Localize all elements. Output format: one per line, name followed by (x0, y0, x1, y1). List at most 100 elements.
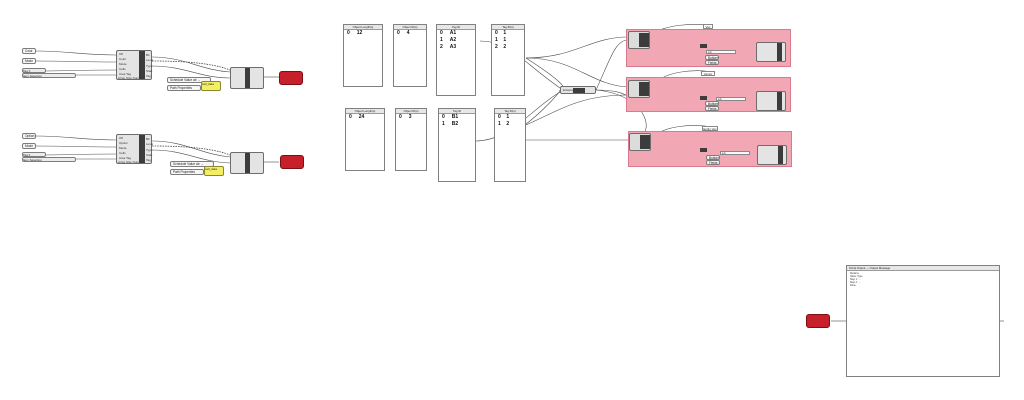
red-node[interactable] (279, 71, 303, 85)
query-value: ab → (195, 162, 204, 166)
group-title-text: Vec (705, 25, 711, 29)
field-text: a b (722, 152, 726, 155)
input-option[interactable]: Option (22, 133, 36, 139)
red-node[interactable] (280, 155, 304, 169)
item-selection-slider[interactable]: Item Selection (22, 157, 76, 162)
row-index: 1 (440, 37, 443, 43)
input-mode[interactable]: Mode (22, 58, 36, 64)
buttons-label[interactable]: Buttons (706, 155, 720, 160)
relay-node[interactable] (700, 148, 707, 152)
panel-title: Tag ID (437, 25, 475, 30)
slider-label: Item Selection (23, 158, 43, 162)
component-bar (777, 43, 782, 61)
output-component[interactable] (756, 91, 786, 111)
log-panel[interactable]: Script Output — Output Message Runtime V… (846, 265, 1000, 377)
panel-title: Object ID(s) (394, 25, 426, 30)
panel-tag-ids[interactable]: Tag ID(s) 0 1 1 2 (494, 108, 526, 182)
port-in: Mode (119, 146, 127, 150)
panel-title: Tag ID(s) (492, 25, 524, 30)
output-component[interactable] (757, 145, 787, 165)
row-value: 1 (503, 37, 507, 43)
query-input[interactable]: Schedule Value ab → (170, 161, 214, 167)
log-line: Value: Type (850, 275, 863, 278)
panel-tag-id[interactable]: Tag ID 0 B1 1 B2 (438, 108, 476, 182)
path-input[interactable]: Path Properties (170, 169, 204, 175)
query-label: Schedule Value (170, 78, 193, 82)
field-value[interactable]: a b (720, 151, 750, 155)
row-index: 0 (397, 30, 400, 36)
row-index: 0 (498, 114, 501, 120)
input-label: Mode (25, 59, 33, 63)
buttons-label[interactable]: Buttons (705, 55, 719, 60)
red-node[interactable] (806, 314, 830, 328)
tag-slider[interactable]: Tag ≡ (22, 68, 46, 73)
panel-object-length[interactable]: Object Length(s) 0 24 (345, 108, 385, 171)
group-title: Vec (703, 24, 713, 29)
query-component[interactable] (230, 67, 264, 89)
cluster-component[interactable] (628, 80, 650, 98)
row-index: 2 (440, 44, 443, 50)
slider-label: Tag ≡ (23, 69, 31, 73)
cluster-component[interactable] (628, 31, 650, 49)
panel-object-id[interactable]: Object ID(s) 0 4 (393, 24, 427, 87)
cluster-component[interactable] (629, 133, 651, 151)
panel-title: Object Length(s) (344, 25, 382, 30)
slider-label: Tag ≡ (23, 153, 31, 157)
gate-component[interactable]: Off Color Mode Cells Area Tag Array Size… (116, 50, 154, 80)
fields-label[interactable]: Fields (705, 60, 719, 65)
panel-title: Object ID(s) (396, 109, 426, 114)
field-value[interactable]: a b (716, 97, 746, 101)
port-out: Level (146, 58, 154, 62)
row-value: 2 (503, 44, 507, 50)
relay-node[interactable] (700, 44, 707, 48)
input-mode[interactable]: Mode (22, 143, 36, 149)
buttons-label[interactable]: Buttons (705, 101, 719, 106)
port-in: Cells (119, 67, 126, 71)
field-value[interactable]: a b (706, 50, 736, 54)
row-index: 0 (347, 30, 350, 36)
panel-object-length[interactable]: Object Length(s) 0 12 (343, 24, 383, 87)
yellow-note-text: cell_data (205, 167, 218, 171)
row-index: 0 (440, 30, 443, 36)
component-bar (639, 82, 649, 96)
pill-text: Fields (708, 61, 717, 65)
row-index: 0 (349, 114, 352, 120)
query-input[interactable]: Schedule Value ab → (167, 77, 211, 83)
item-selection-slider[interactable]: Item Selection (22, 73, 76, 78)
yellow-note[interactable]: cell_data (201, 81, 221, 91)
port-in: Off (119, 136, 123, 140)
relay-node[interactable] (700, 96, 707, 100)
fields-label[interactable]: Fields (705, 106, 719, 111)
component-bar (777, 92, 782, 110)
port-out: Type (146, 64, 153, 68)
merge-component[interactable]: Entwine (560, 86, 596, 94)
port-out: Level (146, 142, 154, 146)
yellow-note[interactable]: cell_data (204, 166, 224, 176)
group-title: Entity Vec (702, 126, 718, 131)
fields-label[interactable]: Fields (706, 160, 720, 165)
tag-slider[interactable]: Tag ≡ (22, 152, 46, 157)
gate-component[interactable]: Off Option Mode Cells Area Tag Array Siz… (116, 134, 154, 164)
panel-tag-id[interactable]: Tag ID 0 A1 1 A2 2 A3 (436, 24, 476, 96)
panel-object-id[interactable]: Object ID(s) 0 3 (395, 108, 427, 171)
panel-tag-ids[interactable]: Tag ID(s) 0 1 1 1 2 2 (491, 24, 525, 96)
component-bar (778, 146, 783, 164)
query-component[interactable] (230, 152, 264, 174)
port-out: Bit (146, 137, 150, 141)
row-index: 1 (495, 37, 498, 43)
pill-text: Buttons (709, 156, 720, 160)
input-label: Color (25, 49, 33, 53)
component-bar (245, 68, 250, 88)
port-in: Array Size Number (118, 76, 144, 80)
query-value: ab → (192, 78, 201, 82)
row-value: 2 (506, 121, 510, 127)
port-in: Area Tag (119, 156, 131, 160)
input-color[interactable]: Color (22, 48, 36, 54)
output-component[interactable] (756, 42, 786, 62)
group-title: Vector (701, 71, 715, 76)
port-out: Tag (146, 74, 151, 78)
path-input[interactable]: Path Properties (167, 85, 201, 91)
port-out: Tag (146, 158, 151, 162)
row-index: 0 (442, 114, 445, 120)
